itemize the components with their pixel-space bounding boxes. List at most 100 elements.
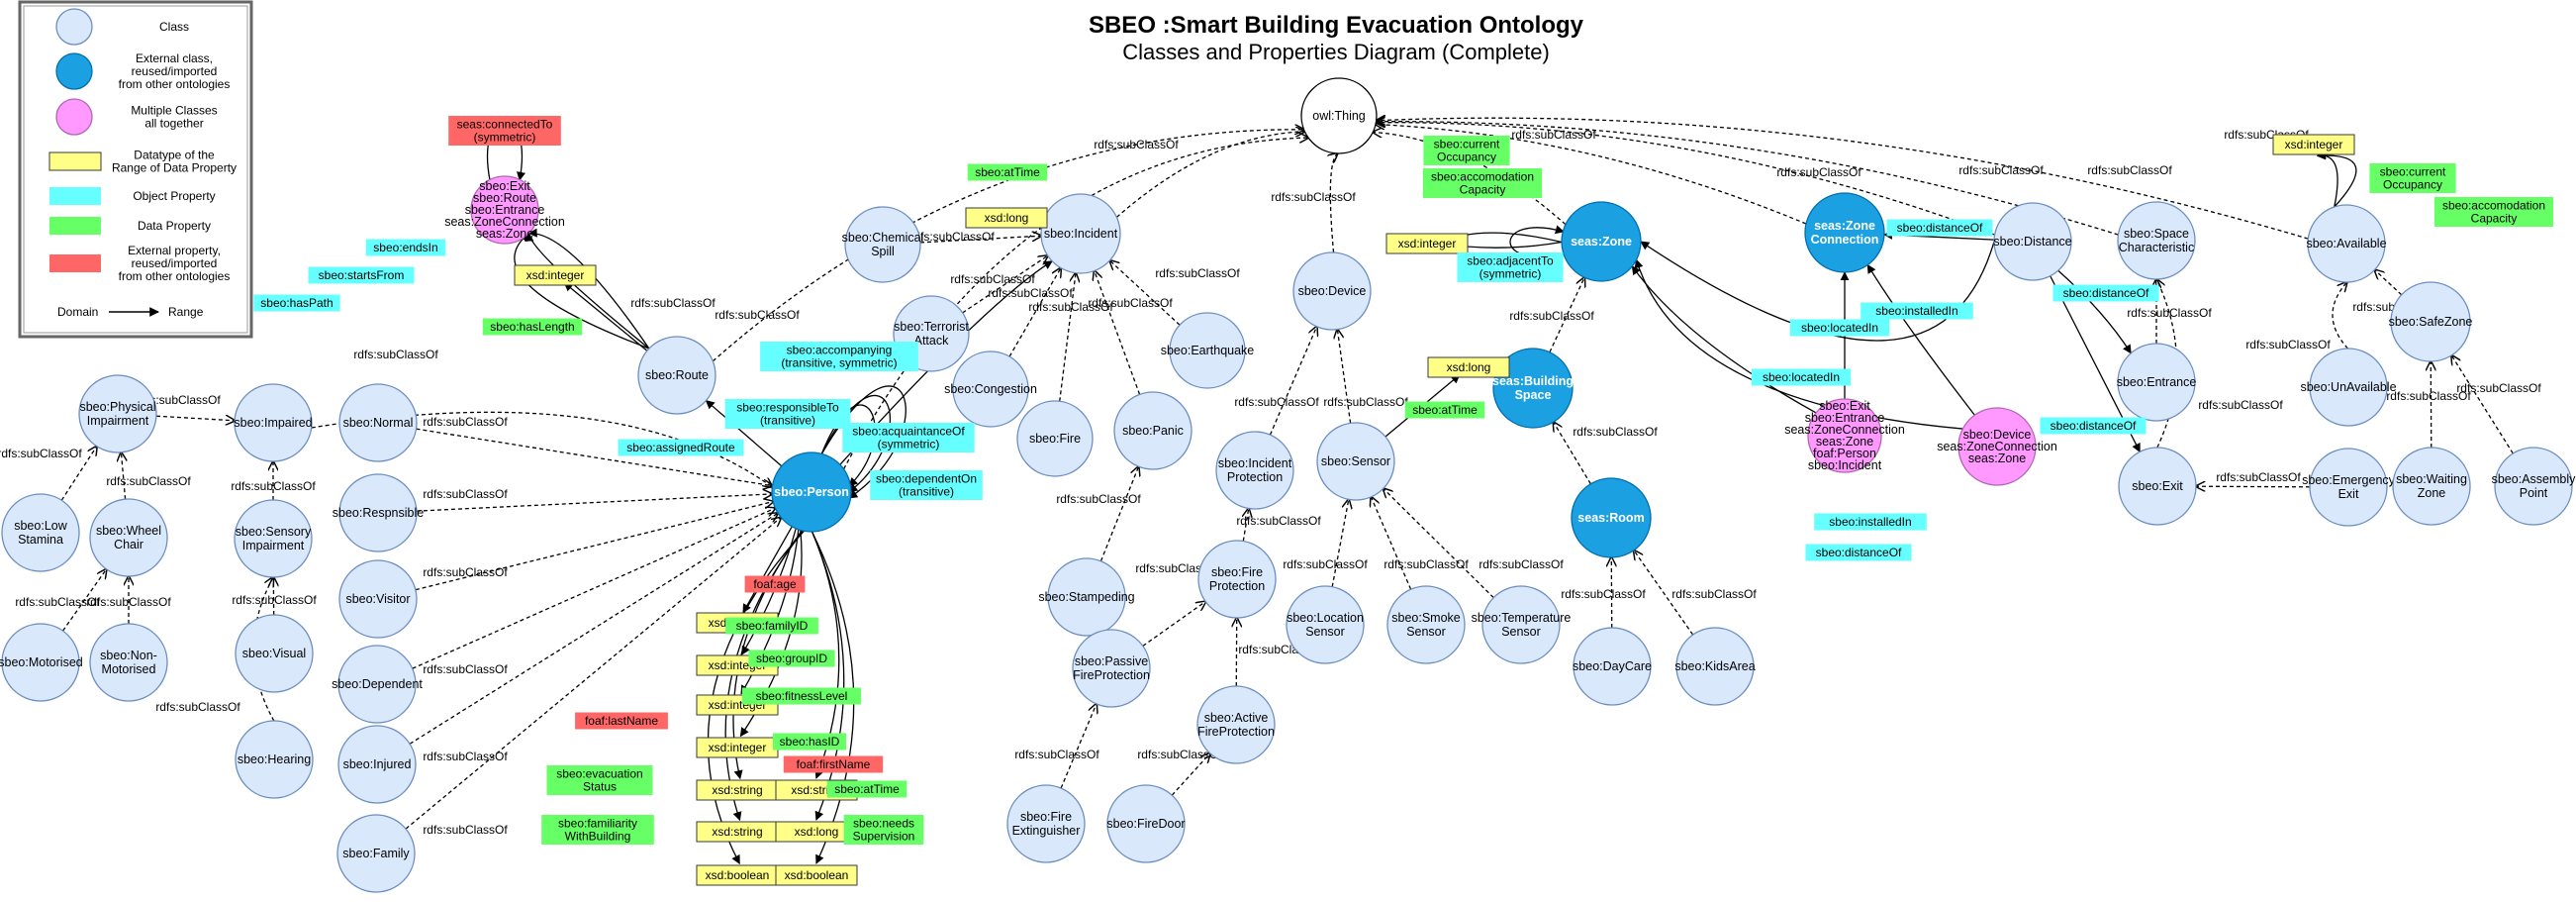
subclass-edge: [2451, 355, 2514, 454]
node-fire: sbeo:Fire: [1016, 400, 1094, 477]
node-dependent: sbeo:Dependent: [332, 645, 423, 724]
subclass-label: rdfs:subClassOf: [1511, 128, 1596, 142]
edge-accom2: [2316, 150, 2357, 208]
subclass-edge: [1115, 132, 1304, 218]
datatype-label: xsd:integer: [2285, 138, 2343, 151]
node-panic: sbeo:Panic: [1113, 391, 1193, 470]
subclass-edge: [1142, 602, 1205, 647]
property-swatch: [308, 266, 415, 284]
property-label: sbeo:installedIn: [1875, 304, 1957, 318]
node-label: seas:Zone: [1571, 235, 1632, 249]
property-label: sbeo:distanceOf: [1897, 221, 1983, 235]
datatype-label: xsd:boolean: [785, 868, 849, 882]
node-owl-thing: owl:Thing: [1300, 77, 1378, 154]
datatype-dt-str-evac: xsd:string: [696, 821, 779, 843]
node-circle: [338, 473, 418, 552]
node-label: sbeo:UnAvailable: [2300, 380, 2396, 394]
subclass-label: rdfs:subClassOf: [1509, 309, 1594, 323]
subclass-label: rdfs:subClassOf: [86, 595, 171, 609]
subclass-edge: [416, 494, 772, 512]
datatype-dt-int-zone: xsd:integer: [1385, 233, 1469, 254]
property-swatch: [870, 470, 983, 500]
property-swatch: [826, 780, 907, 798]
node-circle: [1957, 407, 2037, 486]
property-swatch: [2433, 197, 2554, 227]
node-circle: [2117, 343, 2196, 422]
property-swatch: [842, 423, 975, 452]
property-p-locatedIn1: sbeo:locatedIn: [1789, 319, 1890, 337]
legend-label-data: Data Property: [138, 219, 211, 233]
subclass-edge: [1059, 273, 1076, 402]
property-p-responsibleTo: sbeo:responsibleTo(transitive): [724, 399, 851, 429]
subclass-edge: [1634, 551, 1694, 636]
node-label: sbeo:Dependent: [332, 677, 423, 691]
subclass-label: rdfs:subClassOf: [423, 823, 508, 837]
edge-locatedIn2: [1631, 265, 1817, 414]
legend-range: Range: [168, 305, 204, 319]
subclass-edge: [1099, 466, 1138, 562]
diagram-title: SBEO :Smart Building Evacuation Ontology: [1089, 12, 1584, 39]
property-p-atTime1: sbeo:atTime: [967, 163, 1048, 181]
node-label: sbeo:Respnsible: [333, 506, 424, 520]
property-p-atTime-sensor: sbeo:atTime: [1404, 401, 1485, 419]
node-earthquake: sbeo:Earthquake: [1161, 312, 1254, 389]
legend-label-object: Object Property: [133, 189, 215, 203]
node-label: sbeo:Entrance: [2117, 375, 2197, 389]
subclass-edge: [919, 236, 1041, 244]
node-circle: [1386, 585, 1466, 664]
subclass-label: rdfs:subClassOf: [2456, 381, 2541, 395]
node-label: sbeo:Distance: [1993, 235, 2071, 249]
node-circle: [234, 499, 313, 578]
datatype-label: xsd:boolean: [706, 868, 770, 882]
property-label: sbeo:dependentOn(transitive): [876, 472, 977, 499]
node-circle: [336, 814, 416, 893]
subclass-label: rdfs:subClassOf: [1383, 557, 1469, 571]
subclass-label: rdfs:subClassOf: [423, 487, 508, 501]
node-exit: sbeo:Exit: [2118, 447, 2197, 526]
node-circle: [235, 614, 314, 693]
node-circle: [1292, 251, 1372, 331]
property-swatch: [1457, 252, 1564, 282]
subclass-label: rdfs:subClassOf: [423, 415, 508, 429]
subclass-edge: [2196, 486, 2311, 487]
node-circle: [89, 623, 168, 702]
property-p-dependentOn: sbeo:dependentOn(transitive): [870, 470, 983, 500]
subclass-edge: [1330, 153, 1337, 253]
subclass-label: rdfs:subClassOf: [1028, 300, 1113, 314]
legend-swatch-multi: [55, 98, 93, 136]
property-swatch: [725, 617, 818, 635]
subclass-label: rdfs:subClassOf: [353, 348, 438, 361]
property-swatch: [253, 294, 340, 312]
property-label: sbeo:atTime: [834, 782, 900, 796]
subclass-label: rdfs:subClassOf: [15, 595, 100, 609]
property-swatch: [618, 439, 744, 456]
property-label: sbeo:distanceOf: [2051, 419, 2137, 433]
